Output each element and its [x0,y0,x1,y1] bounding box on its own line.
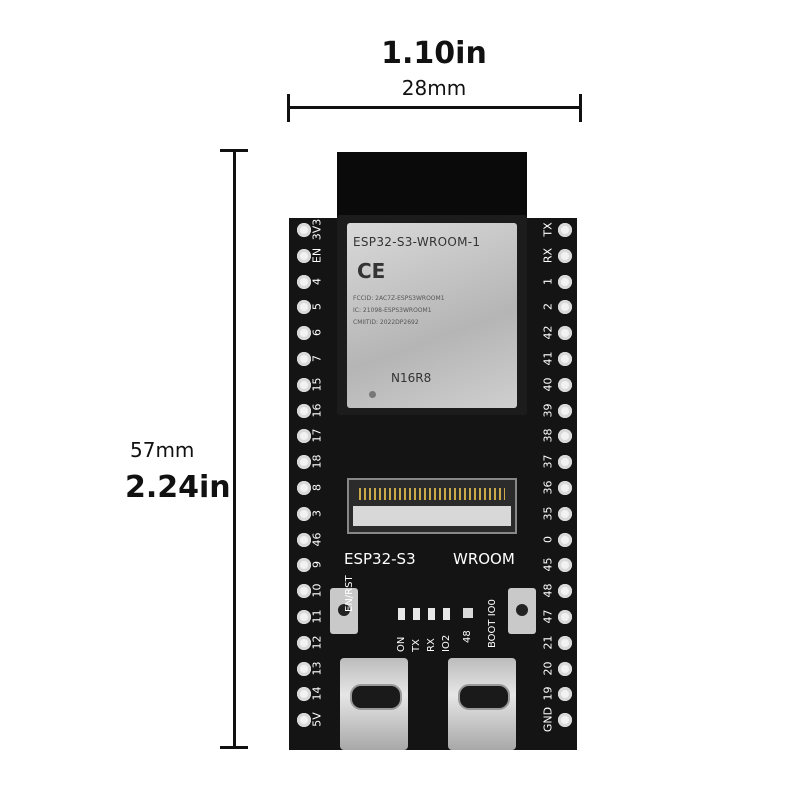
width-mm-label: 28mm [401,76,467,100]
fpc-connector [347,478,517,534]
right-pin-pad[interactable] [558,584,572,599]
right-pin-pad[interactable] [558,635,572,650]
left-pin-pad[interactable] [297,455,311,470]
right-pin-pad[interactable] [558,687,572,702]
left-pin-pad[interactable] [297,584,311,599]
right-pin-label: GND [541,707,555,733]
width-dimension-line [288,106,581,109]
left-pin-pad[interactable] [297,352,311,366]
left-pin-pad[interactable] [297,558,311,573]
right-pin-pad[interactable] [558,300,572,315]
wroom-module: ESP32-S3-WROOM-1 CE FCCID: 2AC7Z-ESPS3WR… [337,215,527,415]
led-label-48: 48 [462,630,473,643]
silk-title-right: WROOM [453,550,515,568]
left-pin-pad[interactable] [297,326,311,341]
ic-line: IC: 21098-ESPS3WROOM1 [353,307,432,314]
right-pin-pad[interactable] [558,274,572,289]
antenna-area [337,152,527,224]
en-rst-label: EN/RST [344,575,355,612]
left-pin-pad[interactable] [297,506,311,521]
fcc-line: FCCID: 2AC7Z-ESPS3WROOM1 [353,295,445,302]
right-pin-pad[interactable] [558,403,572,418]
right-pin-pad[interactable] [558,506,572,521]
right-pin-pad[interactable] [558,713,572,728]
usb-c-port-left[interactable] [340,658,408,750]
height-dimension-tick-bottom [220,746,248,749]
right-pin-pad[interactable] [558,455,572,470]
left-pin-pad[interactable] [297,610,311,624]
right-pin-pad[interactable] [558,352,572,366]
pin1-dot [369,391,376,398]
en-rst-button[interactable] [330,588,358,634]
led-io2 [443,608,450,620]
left-pin-pad[interactable] [297,274,311,289]
right-pin-pad[interactable] [558,481,572,495]
cmiit-line: CMIITID: 2022DP2692 [353,319,419,326]
height-dimension-tick-top [220,149,248,152]
module-shield-can: ESP32-S3-WROOM-1 CE FCCID: 2AC7Z-ESPS3WR… [347,223,517,408]
led-label-on: ON [396,636,407,652]
right-pin-pad[interactable] [558,532,572,547]
right-pin-pad[interactable] [558,610,572,624]
left-pin-pad[interactable] [297,377,311,392]
led-rx [428,608,435,620]
silk-title-left: ESP32-S3 [344,550,416,568]
right-pin-pad[interactable] [558,326,572,341]
led-on [398,608,405,620]
width-inches-label: 1.10in [381,36,487,71]
right-pin-pad[interactable] [558,429,572,444]
width-dimension-tick-right [579,94,582,122]
left-pin-pad[interactable] [297,403,311,418]
height-mm-label: 57mm [130,438,195,462]
led-label-tx: TX [411,639,422,652]
height-inches-label: 2.24in [125,470,231,505]
led-rgb [463,608,473,618]
right-pin-pad[interactable] [558,248,572,263]
right-pin-pad[interactable] [558,661,572,676]
left-pin-pad[interactable] [297,300,311,315]
boot-label: BOOT IO0 [487,599,498,648]
left-pin-pad[interactable] [297,661,311,676]
boot-button[interactable] [508,588,536,634]
height-dimension-line [233,150,236,749]
left-pin-pad[interactable] [297,635,311,650]
right-pin-pad[interactable] [558,223,572,237]
led-tx [413,608,420,620]
left-pin-pad[interactable] [297,429,311,444]
left-pin-pad[interactable] [297,532,311,547]
led-label-io2: IO2 [441,634,452,652]
led-label-rx: RX [426,638,437,652]
width-dimension-tick-left [287,94,290,122]
left-pin-label: 5V [310,712,324,727]
ce-mark: CE [357,259,386,283]
module-name: ESP32-S3-WROOM-1 [353,235,481,249]
module-variant: N16R8 [391,371,432,385]
left-pin-pad[interactable] [297,687,311,702]
left-pin-pad[interactable] [297,481,311,495]
right-pin-pad[interactable] [558,377,572,392]
left-pin-pad[interactable] [297,713,311,728]
usb-c-port-right[interactable] [448,658,516,750]
left-pin-pad[interactable] [297,248,311,263]
left-pin-pad[interactable] [297,223,311,237]
right-pin-pad[interactable] [558,558,572,573]
